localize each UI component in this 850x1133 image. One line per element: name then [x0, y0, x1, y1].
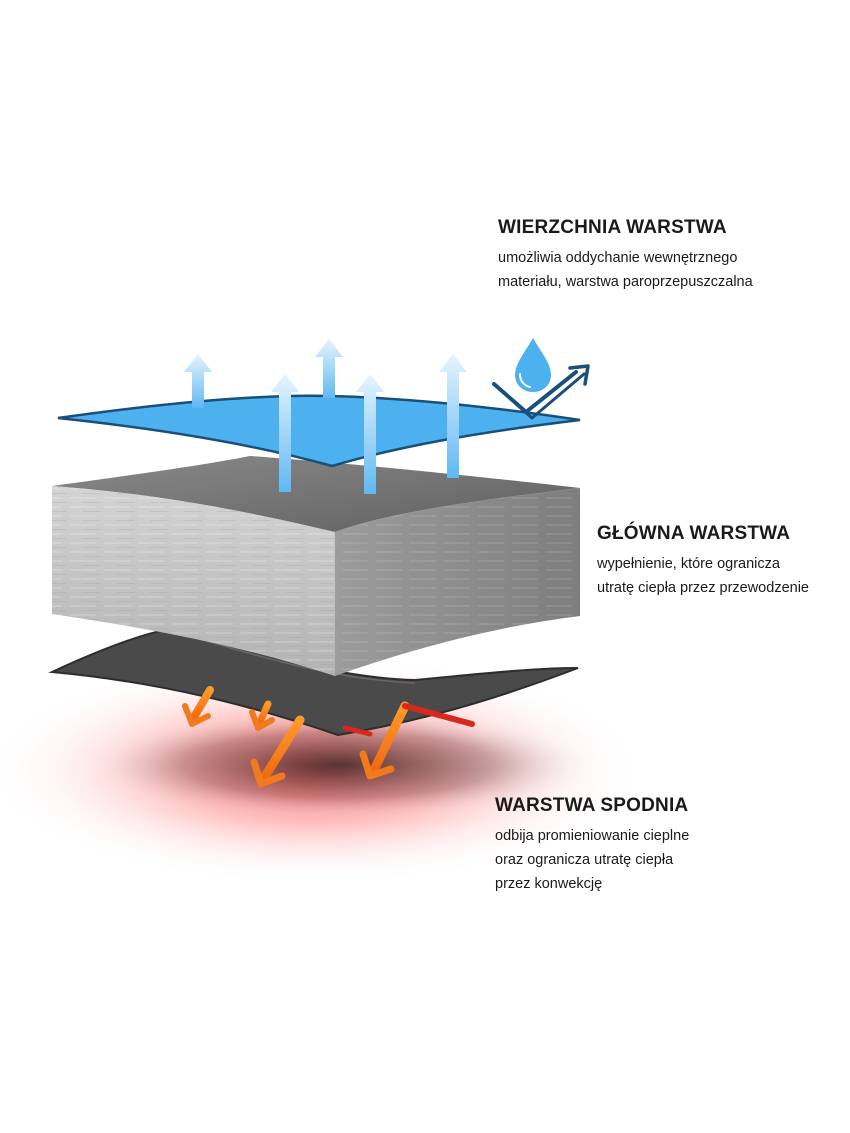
water-drop-icon [492, 333, 590, 420]
middle-layer-title: GŁÓWNA WARSTWA [597, 523, 791, 544]
bottom-layer-title: WARSTWA SPODNIA [495, 795, 689, 816]
middle-layer [52, 456, 580, 676]
top-layer-label: WIERZCHNIA WARSTWA umożliwia oddychanie … [498, 217, 753, 294]
vapor-arrow [315, 339, 343, 398]
middle-layer-label: GŁÓWNA WARSTWA wypełnienie, które ograni… [597, 523, 809, 600]
heat-ray [402, 703, 475, 727]
top-layer-title: WIERZCHNIA WARSTWA [498, 217, 727, 238]
heat-arrow-head [182, 703, 211, 727]
vapor-arrow [439, 354, 467, 478]
heat-arrow [190, 686, 214, 721]
heat-arrow-head [250, 758, 286, 788]
middle-layer-description-line: utratę ciepła przez przewodzenie [597, 580, 809, 596]
heat-arrow [369, 701, 410, 775]
vapor-arrows [184, 339, 467, 494]
bottom-layer-description-line: przez konwekcję [495, 876, 603, 892]
top-layer-description-line: materiału, warstwa paroprzepuszczalna [498, 274, 753, 290]
bottom-layer-description-line: odbija promieniowanie cieplne [495, 828, 690, 844]
heat-glow [0, 655, 645, 885]
heat-arrow-head [359, 750, 395, 780]
heat-arrow [259, 715, 305, 783]
middle-layer-description-line: wypełnienie, które ogranicza [597, 556, 780, 572]
bottom-layer-label: WARSTWA SPODNIA odbija promieniowanie ci… [495, 795, 689, 896]
vapor-arrow [271, 374, 299, 492]
top-layer [57, 394, 581, 468]
top-layer-description-line: umożliwia oddychanie wewnętrznego [498, 250, 738, 266]
heat-arrows [182, 686, 475, 788]
bottom-layer-description-line: oraz ogranicza utratę ciepła [495, 852, 674, 868]
heat-ray [342, 725, 373, 737]
vapor-arrow [184, 354, 212, 408]
heat-arrow-head [249, 709, 275, 731]
heat-arrow [256, 700, 272, 726]
vapor-arrow [356, 374, 384, 494]
